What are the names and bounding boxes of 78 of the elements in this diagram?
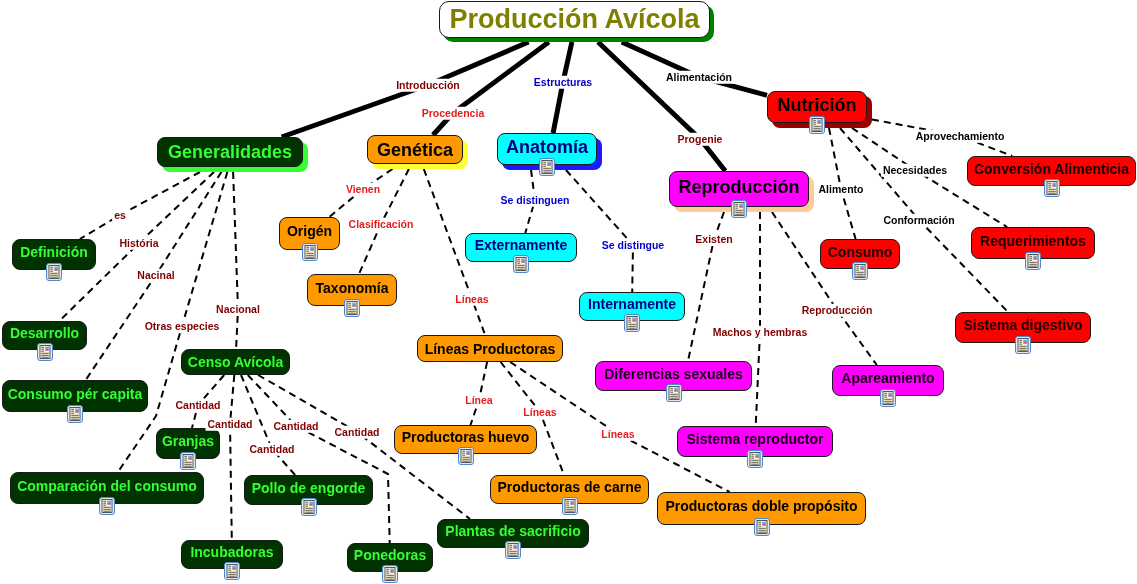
concept-box: Sistema reproductor [677,426,833,457]
edge-label: Alimento [816,182,866,196]
dashed-connector [328,168,394,218]
concept-box: Conversión Alimenticia [967,156,1136,186]
dashed-connector [240,374,297,476]
edge-label: Procedencia [419,106,487,120]
concept-box: Incubadoras [181,540,283,569]
dashed-connector [687,211,725,362]
concept-box: Apareamiento [832,365,944,396]
edge-label: Líneas [521,405,559,419]
concept-box: Diferencias sexuales [595,361,752,391]
edge-label: Estructuras [531,75,595,89]
dashed-connector [565,169,634,293]
dashed-connector [771,211,878,366]
edge-label: Cantidad [205,417,255,431]
dashed-connector [422,168,487,336]
dashed-connector [191,374,226,429]
edge-label: Líneas [453,292,491,306]
dashed-connector [851,127,1009,228]
dashed-connector [232,171,239,350]
dashed-connector [358,168,410,275]
concept-box: Productoras huevo [394,425,537,454]
edge-label: Alimentación [664,70,734,84]
concept-box: Pollo de engorde [244,475,373,505]
thick-connector [431,40,551,137]
edge-label: Se distinguen [498,193,572,207]
edge-label: Líneas [599,427,637,441]
concept-box: Productoras de carne [490,475,649,504]
edge-label: Clasificación [346,217,416,231]
dashed-connector [84,171,223,381]
edge-label: Cantidad [173,398,223,412]
concept-box: Internamente [579,292,685,321]
edge-label: Nacinal [135,268,177,282]
concept-box: Consumo pér capita [2,380,148,412]
concept-box: Comparación del consumo [10,472,204,504]
concept-box: Origén [279,217,340,250]
dashed-connector [509,361,731,493]
edge-label: Progenie [675,132,725,146]
dashed-connector [78,171,201,240]
concept-box: Taxonomía [307,274,397,306]
edge-label: Reproducción [799,303,875,317]
concept-box: Externamente [465,233,577,262]
dashed-connector [246,374,391,544]
edge-label: Cantidad [271,419,321,433]
edge-label: Conformación [881,213,957,227]
edge-label: Aprovechamiento [913,129,1007,143]
concept-box: Censo Avícola [181,349,290,375]
thick-connector [596,40,728,173]
thick-connector [550,41,575,134]
edge-label: Machos y hembras [710,325,810,339]
concept-box: Definición [12,239,96,270]
dashed-connector [229,374,236,541]
concept-box: Desarrollo [2,321,87,350]
edge-label: Línea [463,393,495,407]
edge-label: Existen [693,232,735,246]
edge-label: Se distingue [599,238,667,252]
dashed-connector [116,171,229,473]
dashed-connector [524,169,536,234]
edge-label: Nacional [214,302,262,316]
edge-label: Otras especies [142,319,222,333]
concept-box: Requerimientos [971,227,1095,259]
concept-box: Productoras doble propósito [657,492,866,525]
edge-label: Necesidades [880,163,950,177]
concept-box: Consumo [820,239,900,269]
edge-label: es [112,208,128,222]
concept-box: Líneas Productoras [417,335,563,362]
concept-box: Ponedoras [347,543,433,572]
concept-box: Granjas [156,428,220,459]
concept-box: Sistema digestivo [955,312,1091,343]
dashed-connector [839,127,1009,313]
edge-label: Introducción [394,78,462,92]
dashed-connector [828,127,857,240]
edge-label: Vienen [343,182,383,196]
edge-label: História [117,236,161,250]
edge-label: Cantidad [247,442,297,456]
dashed-connector [58,171,215,322]
concept-box: Plantas de sacrificio [437,519,589,548]
dashed-connector [469,361,489,426]
